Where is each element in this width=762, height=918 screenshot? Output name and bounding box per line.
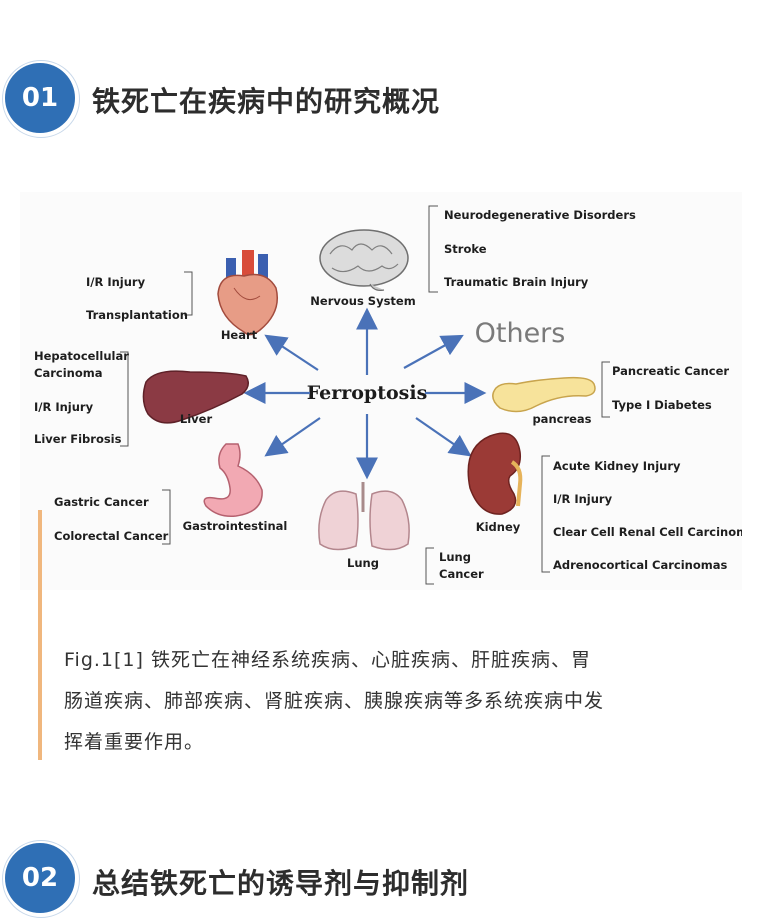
liver-bracket <box>120 351 129 447</box>
arrow-to-heart <box>264 334 319 371</box>
kidney-item-2: I/R Injury <box>553 492 613 506</box>
heart-label: Heart <box>221 328 258 342</box>
arrow-to-kidney <box>415 417 472 457</box>
others-label: Others <box>475 318 566 349</box>
kidney-item-4: Adrenocortical Carcinomas <box>553 558 728 572</box>
section-number-badge: 02 <box>5 843 75 913</box>
pancreas-item-2: Type Ⅰ Diabetes <box>612 398 712 412</box>
nervous-item-1: Neurodegenerative Disorders <box>444 208 636 222</box>
heart-bracket <box>184 271 193 316</box>
section-number-badge: 01 <box>5 63 75 133</box>
liver-item-3: Liver Fibrosis <box>34 432 122 446</box>
pancreas-item-1: Pancreatic Cancer <box>612 364 729 378</box>
nervous-label: Nervous System <box>310 294 415 308</box>
gastro-item-2: Colorectal Cancer <box>54 529 169 543</box>
kidney-label: Kidney <box>476 520 521 534</box>
arrows <box>243 307 487 480</box>
pancreas-label: pancreas <box>532 412 591 426</box>
section-title: 铁死亡在疾病中的研究概况 <box>92 85 441 118</box>
arrow-to-gastro <box>264 417 321 457</box>
nervous-item-2: Stroke <box>444 242 487 256</box>
kidney-icon <box>467 432 523 515</box>
pancreas-bracket <box>601 361 610 418</box>
heart-icon <box>217 250 278 336</box>
liver-label: Liver <box>180 412 213 426</box>
caption-line-2: 肠道疾病、肺部疾病、肾脏疾病、胰腺疾病等多系统疾病中发 <box>64 690 605 712</box>
kidney-bracket <box>541 455 550 573</box>
arrow-to-others <box>403 334 464 369</box>
caption-line-1: Fig.1[1] 铁死亡在神经系统疾病、心脏疾病、肝脏疾病、胃 <box>64 649 591 671</box>
lung-label: Lung <box>347 556 379 570</box>
ferroptosis-diseases-diagram: Ferroptosis Nervous System Neurodegenera… <box>20 192 742 590</box>
liver-item-2: I/R Injury <box>34 400 94 414</box>
figure-caption: Fig.1[1] 铁死亡在神经系统疾病、心脏疾病、肝脏疾病、胃 肠道疾病、肺部疾… <box>64 640 744 763</box>
lung-item-1a: Lung <box>439 550 471 564</box>
caption-accent-bar <box>38 510 42 760</box>
center-label: Ferroptosis <box>307 382 428 404</box>
liver-item-1b: Carcinoma <box>34 366 102 380</box>
heart-item-2: Transplantation <box>86 308 188 322</box>
number-ring-decoration <box>2 60 80 138</box>
liver-item-1a: Hepatocellular <box>34 349 129 363</box>
heart-item-1: I/R Injury <box>86 275 146 289</box>
section-title: 总结铁死亡的诱导剂与抑制剂 <box>92 867 470 900</box>
caption-line-3: 挥着重要作用。 <box>64 731 205 753</box>
lung-icon <box>318 482 410 551</box>
liver-icon <box>142 370 249 424</box>
kidney-item-3: Clear Cell Renal Cell Carcinoma <box>553 525 742 539</box>
stomach-icon <box>203 443 263 518</box>
pancreas-icon <box>492 376 596 413</box>
lung-item-1b: Cancer <box>439 567 484 581</box>
kidney-item-1: Acute Kidney Injury <box>553 459 681 473</box>
nervous-bracket <box>428 205 438 293</box>
gastro-item-1: Gastric Cancer <box>54 495 149 509</box>
lung-bracket <box>425 547 434 585</box>
nervous-item-3: Traumatic Brain Injury <box>444 275 589 289</box>
brain-icon <box>319 229 409 291</box>
gastro-label: Gastrointestinal <box>183 519 288 533</box>
gastro-bracket <box>162 489 171 545</box>
